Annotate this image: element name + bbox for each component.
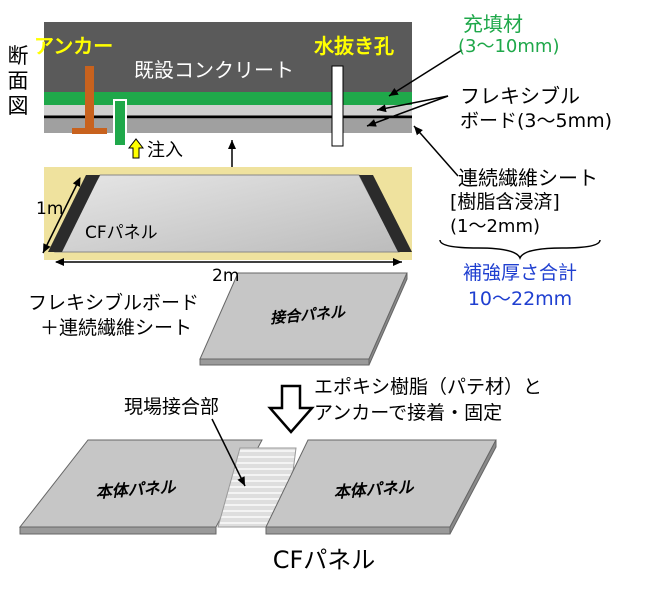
- fiber-sheet-label-line3: (1〜2mm): [450, 216, 541, 237]
- field-joint-label: 現場接合部: [124, 396, 220, 418]
- injection-label: 注入: [147, 140, 183, 161]
- dim-1m-label: 1m: [36, 199, 63, 219]
- field-joint-arrow: [211, 418, 246, 487]
- total-thickness-label-line2: 10〜22mm: [467, 288, 573, 310]
- board-callout-arrow-1: [376, 95, 449, 113]
- flexible-board-layer: [44, 119, 412, 133]
- cross-section: [44, 22, 412, 159]
- sheet-callout-arrow: [413, 125, 459, 177]
- section-view-label: 断 面 図: [6, 44, 30, 119]
- bonding-label-line2: アンカーで接着・固定: [314, 402, 503, 424]
- assembly-down-arrow-icon: [267, 384, 315, 434]
- existing-concrete-layer: [44, 22, 412, 92]
- injection-pipe: [113, 99, 127, 147]
- drain-pipe: [331, 65, 344, 147]
- flexible-board-label-line2: ボード(3〜5mm): [460, 110, 613, 132]
- total-thickness-label-line1: 補強厚さ合計: [462, 262, 577, 284]
- filler-callout-arrow: [388, 49, 463, 97]
- existing-concrete-label: 既設コンクリート: [134, 58, 294, 82]
- cf-panel-bottom-label: CFパネル: [272, 546, 376, 574]
- dim-2m-label: 2m: [212, 266, 239, 286]
- filler-thickness-label: (3〜10mm): [458, 36, 560, 57]
- joint-panel-graphic: [199, 272, 408, 366]
- gap-layer: [44, 105, 412, 117]
- fiber-sheet-label-line1: 連続繊維シート: [458, 166, 598, 190]
- total-thickness-bracket: [439, 239, 601, 261]
- injection-arrow-icon: [127, 138, 145, 159]
- anchor-head: [72, 128, 107, 134]
- cf-panel-top-label: CFパネル: [85, 223, 158, 243]
- section-label-char: 図: [7, 94, 29, 118]
- composite-label-line1: フレキシブルボード: [28, 292, 200, 314]
- anchor-label: アンカー: [34, 34, 114, 58]
- filler-layer: [44, 92, 412, 105]
- section-label-char: 面: [7, 69, 29, 93]
- fiber-sheet-label-line2: [樹脂含浸済]: [450, 191, 560, 213]
- bonding-label-line1: エポキシ樹脂（パテ材）と: [314, 376, 543, 398]
- anchor-shaft: [85, 66, 94, 130]
- filler-label: 充填材: [463, 12, 523, 36]
- drain-hole-label: 水抜き孔: [314, 34, 394, 58]
- section-label-char: 断: [7, 44, 29, 68]
- flexible-board-label-line1: フレキシブル: [460, 84, 580, 108]
- composite-label-line2: ＋連続繊維シート: [40, 317, 193, 339]
- board-callout-arrow-2: [366, 95, 449, 127]
- cf-panel-right-edge: [359, 175, 412, 252]
- dim-1m-arrow: [42, 177, 81, 254]
- assembled-panel-graphic: [18, 439, 497, 535]
